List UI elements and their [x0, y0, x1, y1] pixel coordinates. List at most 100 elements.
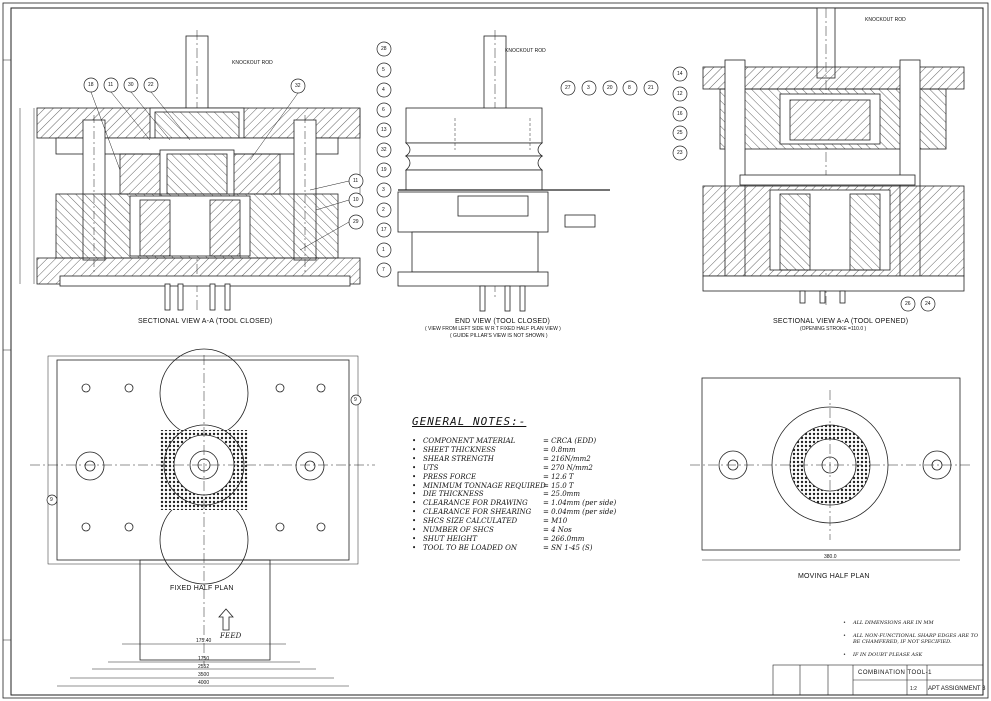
plan-balloon-9b: 9	[50, 497, 53, 503]
general-note-value: = 12.6 T	[543, 472, 574, 481]
so-balloon-25: 25	[677, 130, 683, 136]
general-notes-list: COMPONENT MATERIAL= CRCA (EDD)SHEET THIC…	[412, 437, 616, 553]
general-note-row: TOOL TO BE LOADED ON= SN 1-45 (S)	[412, 544, 616, 553]
general-note-value: = 25.0mm	[543, 490, 580, 499]
general-note-row: SHUT HEIGHT= 266.0mm	[412, 535, 616, 544]
general-note-value: = 266.0mm	[543, 534, 585, 543]
general-note-key: DIE THICKNESS	[412, 490, 541, 499]
general-note-key: CLEARANCE FOR DRAWING	[412, 499, 541, 508]
ev-balloon-7: 7	[382, 267, 385, 273]
scale-label: 1:2	[910, 686, 917, 692]
general-note-row: UTS= 270 N/mm2	[412, 464, 616, 473]
general-note-value: = SN 1-45 (S)	[543, 543, 593, 552]
so-balloon-24: 24	[925, 301, 931, 307]
section-opened-balloons	[672, 66, 936, 312]
general-note-key: SHEAR STRENGTH	[412, 455, 541, 464]
balloon-11: 11	[108, 82, 114, 88]
general-note-key: MINIMUM TONNAGE REQUIRED	[412, 482, 546, 491]
ev-balloon-20: 20	[607, 85, 613, 91]
section-closed-balloons	[83, 77, 364, 251]
general-note-value: = 1.04mm (per side)	[543, 499, 617, 508]
plan-balloon-9a: 9	[354, 397, 357, 403]
general-note-row: SHCS SIZE CALCULATED= M10	[412, 517, 616, 526]
dim-fixed-b: 1750	[198, 656, 210, 662]
general-note-row: COMPONENT MATERIAL= CRCA (EDD)	[412, 437, 616, 446]
general-note-row: PRESS FORCE= 12.6 T	[412, 473, 616, 482]
end-view-subtitle-1: ( VIEW FROM LEFT SIDE W R T FIXED HALF P…	[425, 326, 561, 332]
ev-balloon-5: 5	[382, 67, 385, 73]
ev-balloon-6: 6	[382, 107, 385, 113]
remarks-list: ALL DIMENSIONS ARE IN MM ALL NON-FUNCTION…	[843, 620, 983, 664]
end-view-subtitle-2: ( GUIDE PILLAR'S VIEW IS NOT SHOWN )	[450, 333, 548, 339]
general-note-value: = M10	[543, 517, 568, 526]
section-view-closed	[19, 30, 361, 311]
general-note-value: = 15.0 T	[543, 481, 574, 490]
general-note-value: = 0.8mm	[543, 445, 576, 454]
general-note-row: SHEAR STRENGTH= 216N/mm2	[412, 455, 616, 464]
balloon-32: 32	[295, 83, 301, 89]
general-note-key: COMPONENT MATERIAL	[412, 437, 541, 446]
general-note-row: NUMBER OF SHCS= 4 Nos	[412, 526, 616, 535]
remark-item: ALL NON-FUNCTIONAL SHARP EDGES ARE TO BE…	[843, 633, 983, 646]
general-note-value: = 270 N/mm2	[543, 463, 593, 472]
general-notes-title: GENERAL NOTES:-	[412, 415, 527, 428]
balloon-10: 10	[353, 197, 359, 203]
ev-balloon-8: 8	[628, 85, 631, 91]
ev-balloon-1: 1	[382, 247, 385, 253]
general-note-key: NUMBER OF SHCS	[412, 526, 541, 535]
general-note-key: TOOL TO BE LOADED ON	[412, 544, 541, 553]
section-closed-title: SECTIONAL VIEW A-A (TOOL CLOSED)	[138, 318, 273, 325]
dim-moving: 380.0	[824, 554, 837, 560]
general-note-row: SHEET THICKNESS= 0.8mm	[412, 446, 616, 455]
fixed-half-plan-title: FIXED HALF PLAN	[170, 585, 234, 592]
feed-label: FEED	[220, 632, 242, 640]
general-note-value: = CRCA (EDD)	[543, 437, 597, 445]
ev-balloon-32: 32	[381, 147, 387, 153]
dim-fixed-c: 2552	[198, 664, 210, 670]
so-balloon-23: 23	[677, 150, 683, 156]
moving-half-plan	[690, 377, 970, 561]
dim-fixed-e: 4000	[198, 680, 210, 686]
ev-balloon-19: 19	[381, 167, 387, 173]
general-note-key: PRESS FORCE	[412, 473, 541, 482]
general-note-value: = 216N/mm2	[543, 454, 591, 463]
fixed-half-plan	[30, 348, 375, 687]
general-note-key: SHUT HEIGHT	[412, 535, 541, 544]
knockout-label-3: KNOCKOUT ROD	[865, 17, 906, 23]
ev-balloon-28: 28	[381, 46, 387, 52]
general-note-key: CLEARANCE FOR SHEARING	[412, 508, 541, 517]
general-note-key: UTS	[412, 464, 541, 473]
ev-balloon-3: 3	[382, 187, 385, 193]
assignment-label: APT ASSIGNMENT 3	[928, 686, 986, 692]
balloon-22: 22	[148, 82, 154, 88]
section-opened-subtitle: (OPENING STROKE =110.0 )	[800, 326, 867, 332]
ev-balloon-2: 2	[382, 207, 385, 213]
ev-balloon-17: 17	[381, 227, 387, 233]
section-view-opened	[702, 7, 965, 305]
so-balloon-26: 26	[905, 301, 911, 307]
remark-item: ALL DIMENSIONS ARE IN MM	[843, 620, 983, 627]
balloon-18: 18	[88, 82, 94, 88]
general-note-key: SHEET THICKNESS	[412, 446, 541, 455]
end-view	[397, 30, 610, 312]
so-balloon-14: 14	[677, 71, 683, 77]
general-note-value: = 0.04mm (per side)	[543, 508, 617, 517]
fixed-plan-balloons	[46, 394, 362, 506]
end-view-title: END VIEW (TOOL CLOSED)	[455, 318, 551, 325]
balloon-30: 30	[128, 82, 134, 88]
so-balloon-16: 16	[677, 111, 683, 117]
balloon-29: 29	[353, 219, 359, 225]
general-note-row: DIE THICKNESS= 25.0mm	[412, 490, 616, 499]
dim-fixed-d: 3500	[198, 672, 210, 678]
general-note-value: = 4 Nos	[543, 526, 572, 535]
moving-half-plan-title: MOVING HALF PLAN	[798, 573, 870, 580]
balloon-11b: 11	[353, 178, 359, 184]
general-note-row: MINIMUM TONNAGE REQUIRED= 15.0 T	[412, 482, 616, 491]
remark-item: IF IN DOUBT PLEASE ASK	[843, 652, 983, 659]
ev-balloon-3b: 3	[587, 85, 590, 91]
end-view-balloons	[376, 41, 659, 278]
general-note-row: CLEARANCE FOR SHEARING= 0.04mm (per side…	[412, 508, 616, 517]
section-opened-title: SECTIONAL VIEW A-A (TOOL OPENED)	[773, 318, 909, 325]
